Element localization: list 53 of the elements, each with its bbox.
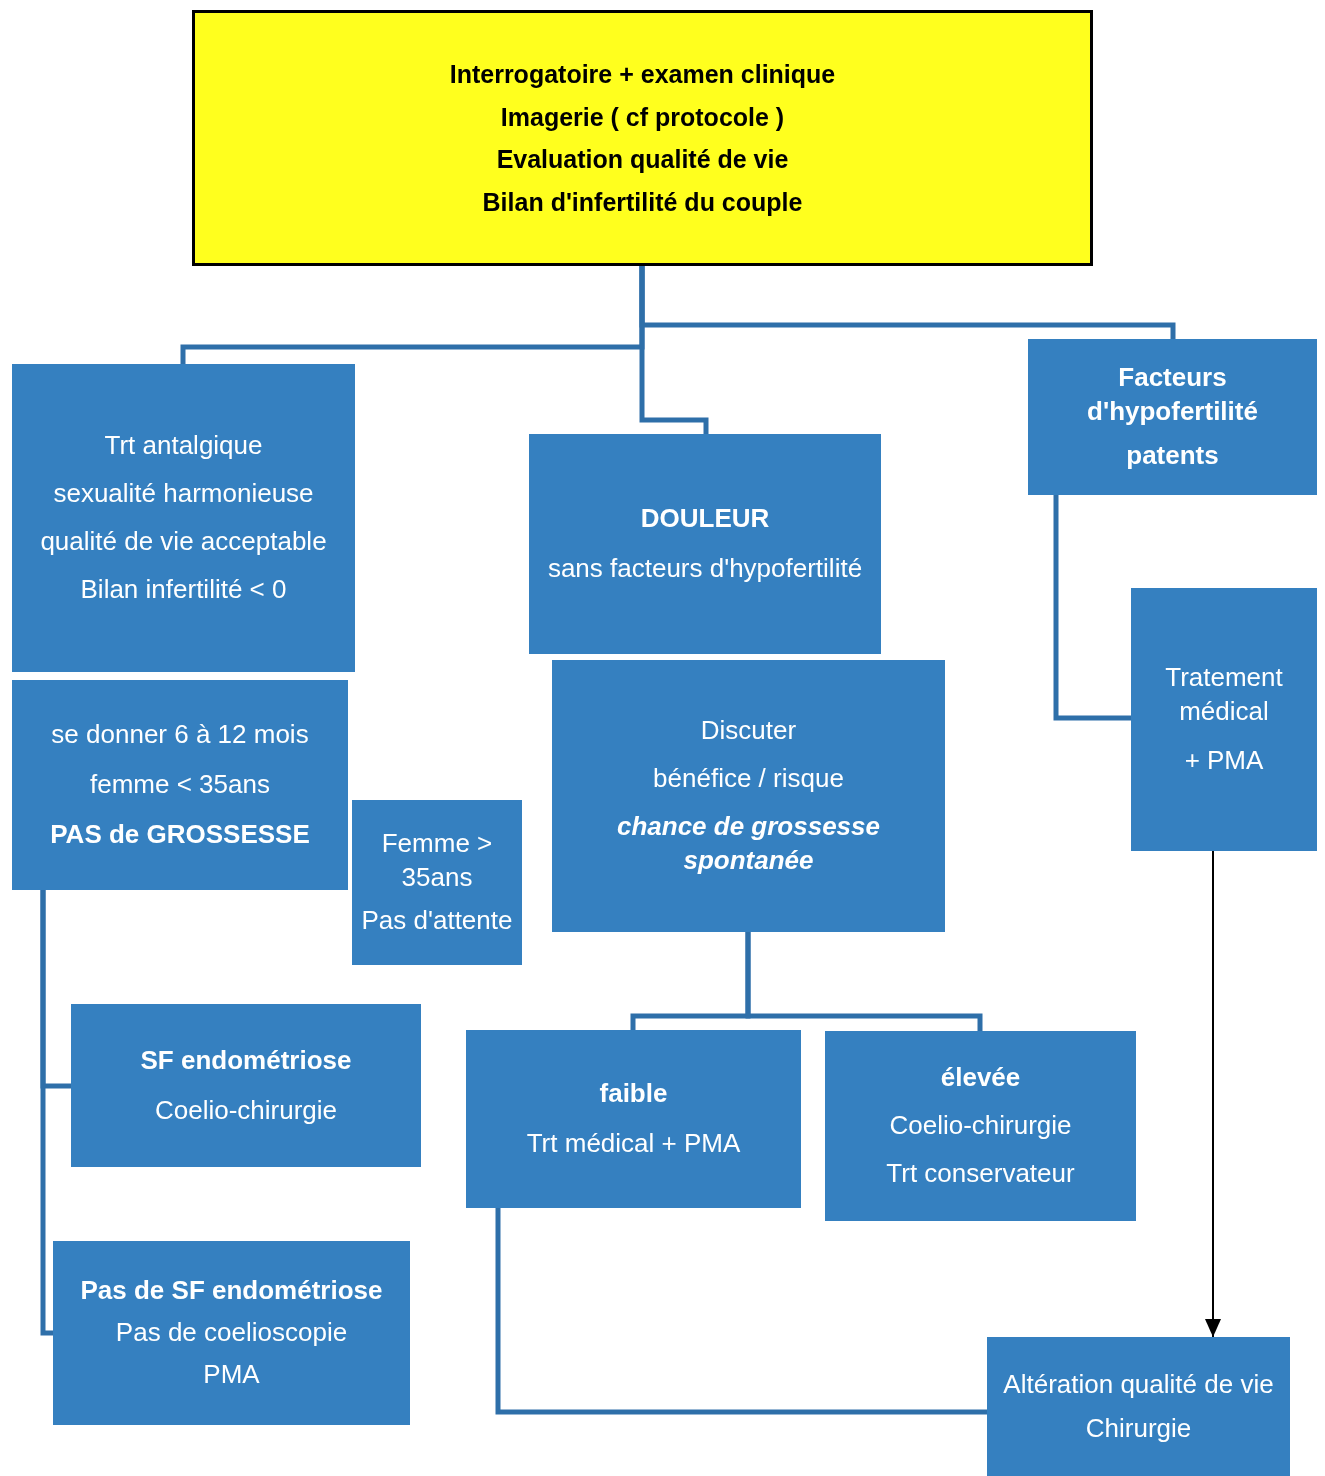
box-text: Altération qualité de vie: [1003, 1367, 1274, 1401]
box-text: PAS de GROSSESSE: [50, 817, 310, 851]
connector-line: [495, 1208, 987, 1415]
box-text: Facteurs d'hypofertilité: [1086, 361, 1259, 429]
process-box: [12, 364, 355, 672]
process-box: [1131, 588, 1317, 851]
process-box: [825, 1031, 1136, 1221]
box-text: Bilan infertilité < 0: [80, 572, 287, 606]
box-text: Femme > 35ans: [380, 826, 494, 894]
process-box: [552, 660, 945, 932]
box-text: Tratement médical: [1164, 660, 1284, 728]
process-box: [987, 1337, 1290, 1476]
box-text: Pas de SF endométriose: [80, 1274, 383, 1308]
box-text: faible: [599, 1077, 668, 1111]
box-text: PMA: [203, 1357, 260, 1391]
process-box: [352, 800, 522, 965]
box-text: Trt conservateur: [886, 1156, 1075, 1190]
box-text: DOULEUR: [640, 502, 770, 536]
box-text: sexualité harmonieuse: [53, 477, 314, 511]
box-text: bénéfice / risque: [653, 762, 844, 796]
box-text: Trt antalgique: [104, 429, 263, 463]
process-box: [12, 680, 348, 890]
box-text: Bilan d'infertilité du couple: [482, 186, 803, 218]
process-box: [71, 1004, 421, 1167]
summary-box: [192, 10, 1093, 266]
process-box: [1028, 339, 1317, 495]
box-text: Interrogatoire + examen clinique: [449, 59, 836, 90]
box-text: élevée: [940, 1061, 1021, 1095]
box-text: Coelio-chirurgie: [889, 1109, 1072, 1143]
connector-line: [745, 932, 983, 1031]
connector-line: [639, 266, 1176, 339]
box-text: Chirurgie: [1085, 1411, 1192, 1445]
box-text: chance de grossesse spontanée: [615, 810, 881, 877]
box-text: Imagerie ( cf protocole ): [500, 101, 785, 133]
box-text: Trt médical + PMA: [526, 1127, 741, 1160]
process-box: [466, 1030, 801, 1208]
connector-line: [1053, 495, 1131, 721]
process-box: [529, 434, 881, 654]
box-text: qualité de vie acceptable: [40, 525, 327, 558]
box-text: sans facteurs d'hypofertilité: [547, 552, 863, 585]
box-text: Coelio-chirurgie: [154, 1093, 338, 1127]
arrow: [1205, 850, 1221, 1338]
connector-line: [40, 890, 53, 1336]
box-text: + PMA: [1184, 744, 1264, 778]
box-text: se donner 6 à 12 mois: [51, 718, 309, 752]
box-text: Evaluation qualité de vie: [496, 144, 789, 175]
box-text: Pas de coelioscopie: [115, 1316, 348, 1350]
box-text: Pas d'attente: [361, 904, 513, 938]
box-text: SF endométriose: [140, 1043, 352, 1077]
box-text: patents: [1126, 438, 1219, 472]
box-text: Discuter: [700, 714, 797, 748]
process-box: [53, 1241, 410, 1425]
box-text: femme < 35ans: [90, 768, 270, 802]
